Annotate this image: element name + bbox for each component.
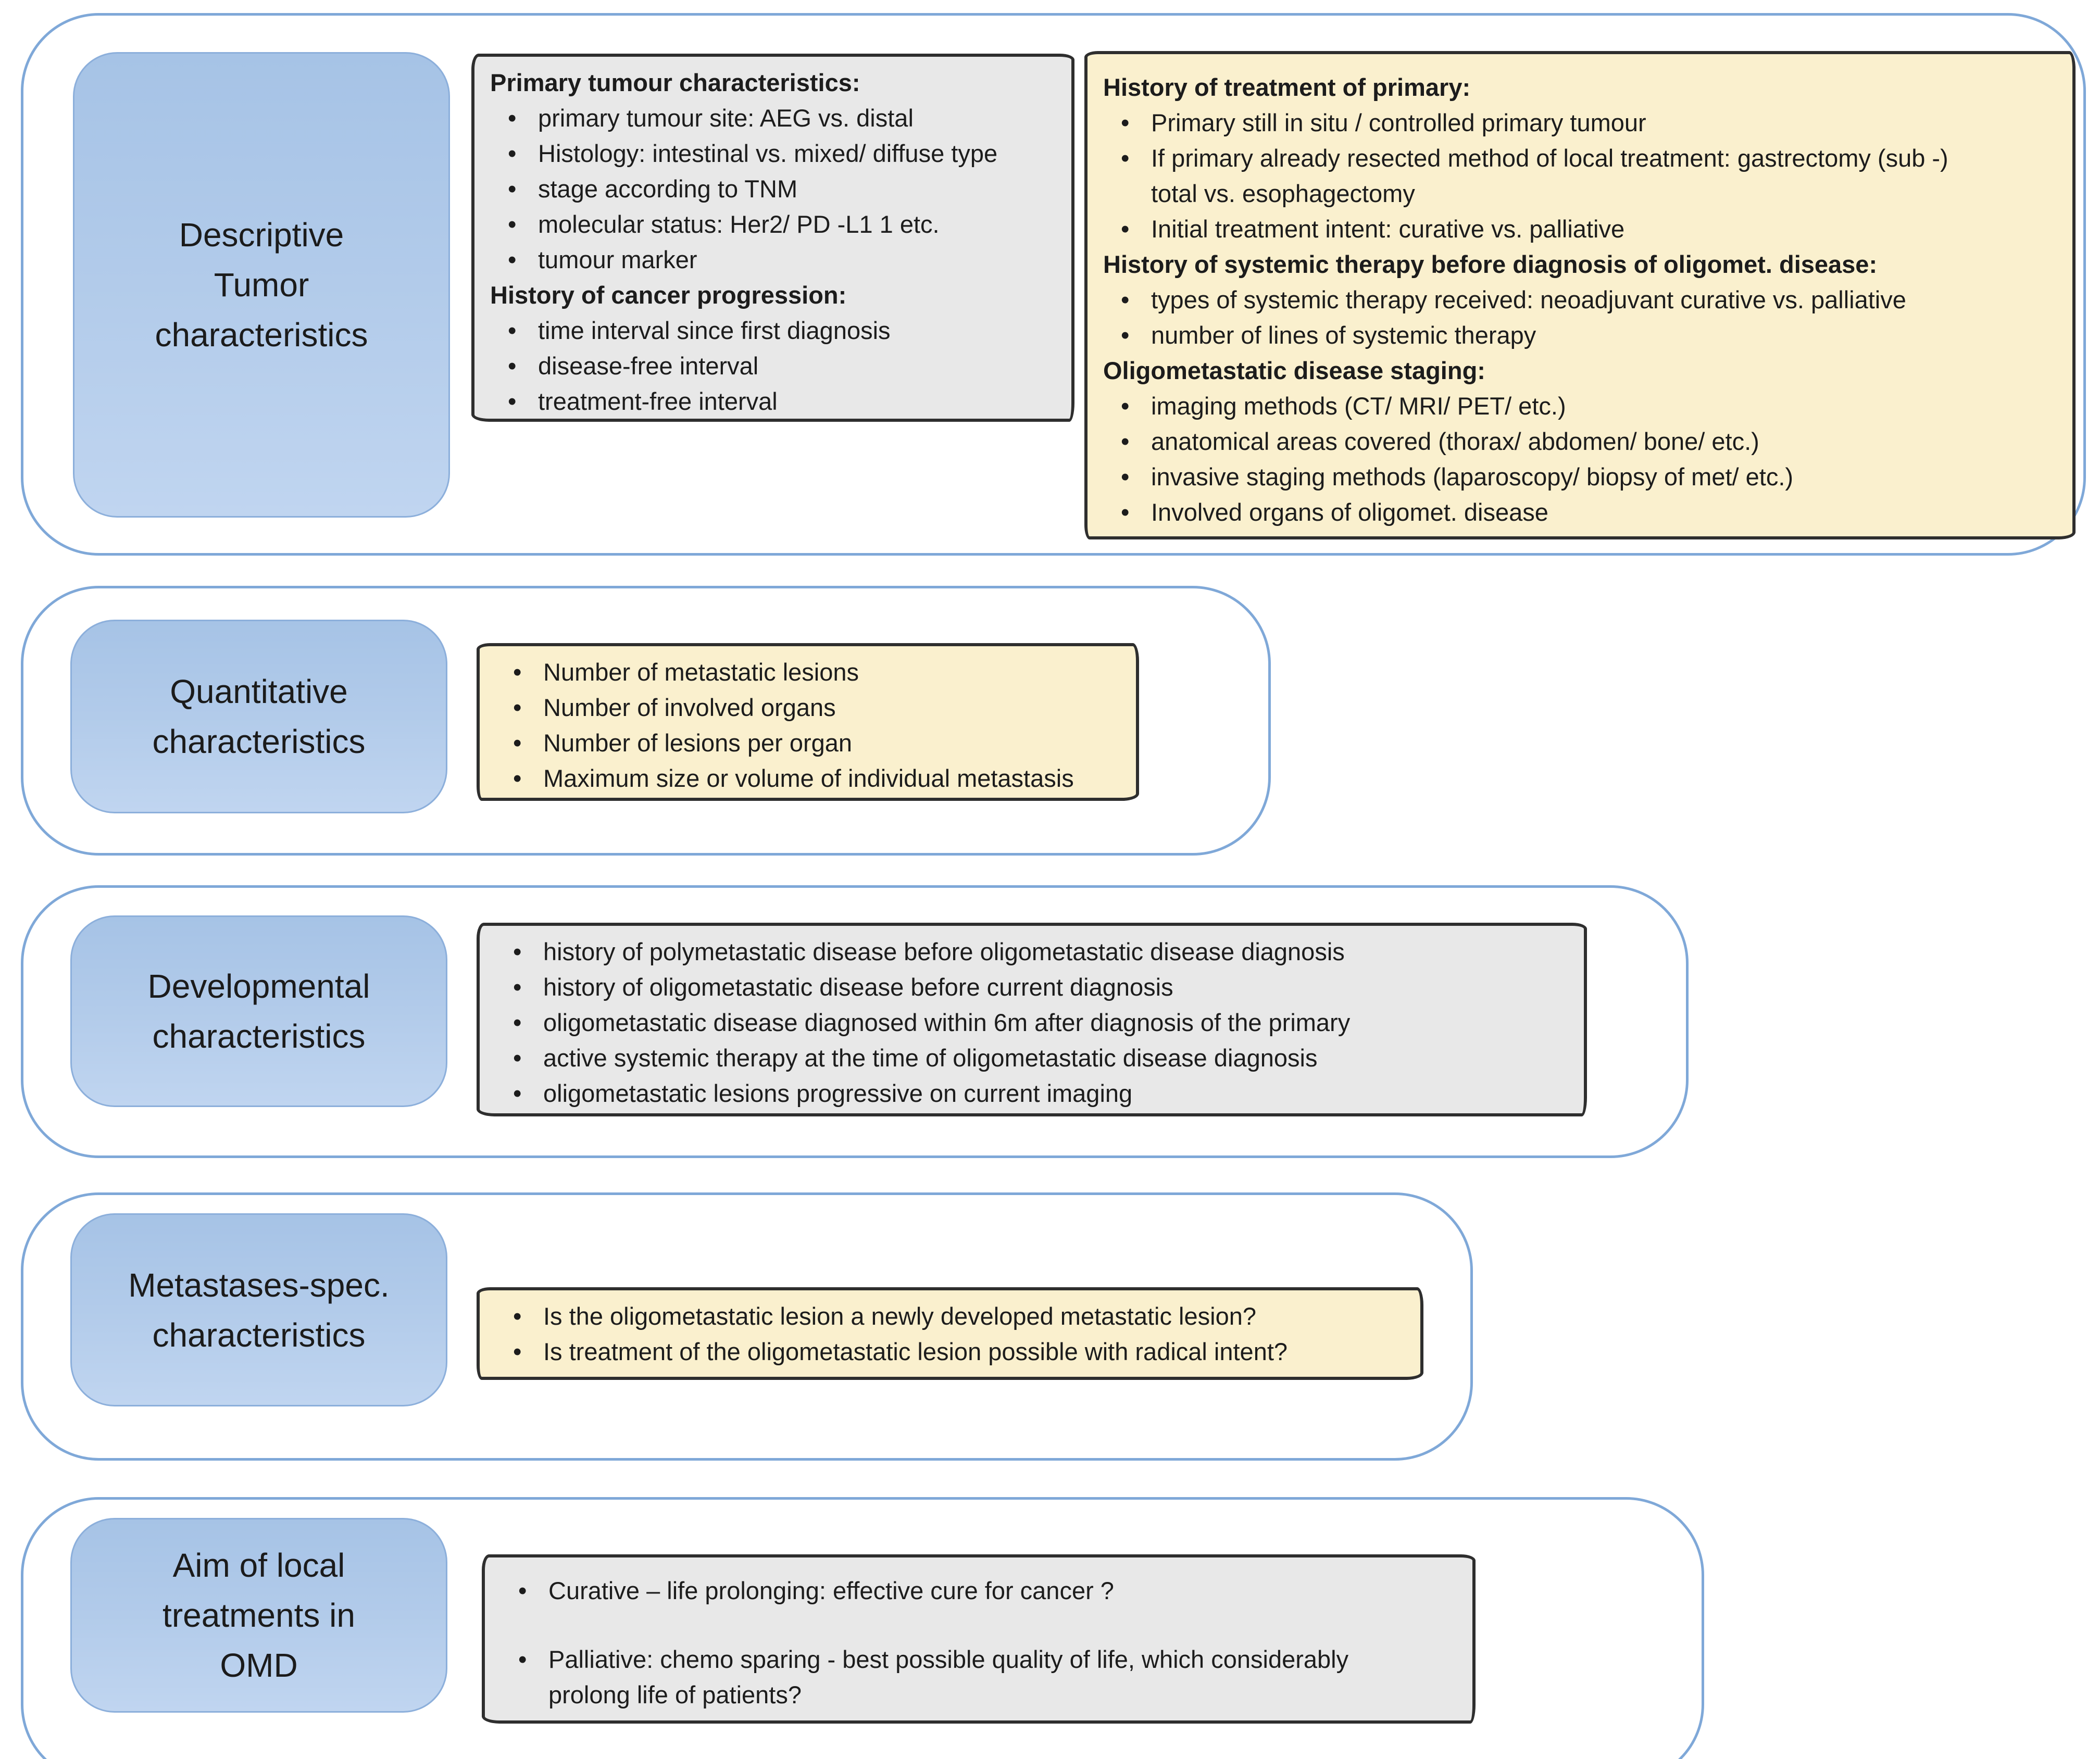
- bullet-list: Number of metastatic lesionsNumber of in…: [495, 655, 1120, 796]
- bullet-item: disease-free interval: [508, 348, 1056, 384]
- bullet-item: Is treatment of the oligometastatic lesi…: [513, 1334, 1405, 1369]
- bullet-item: Primary still in situ / controlled prima…: [1121, 105, 2057, 141]
- label-metastases-spec-characteristics: Metastases-spec. characteristics: [70, 1213, 447, 1406]
- bullet-list: time interval since first diagnosisdisea…: [490, 313, 1056, 419]
- box-developmental-characteristics-list: history of polymetastatic disease before…: [477, 923, 1587, 1116]
- bullet-item: active systemic therapy at the time of o…: [513, 1040, 1568, 1076]
- bullet-item: Is the oligometastatic lesion a newly de…: [513, 1299, 1405, 1334]
- bullet-list: Curative – life prolonging: effective cu…: [501, 1573, 1457, 1713]
- box-history-of-treatment-of-primary: History of treatment of primary: Primary …: [1084, 51, 2076, 539]
- bullet-item: primary tumour site: AEG vs. distal: [508, 100, 1056, 136]
- box-aim-of-local-treatments-list: Curative – life prolonging: effective cu…: [482, 1554, 1476, 1724]
- bullet-item: history of oligometastatic disease befor…: [513, 970, 1568, 1005]
- bullet-list: types of systemic therapy received: neoa…: [1103, 282, 2057, 353]
- bullet-item: history of polymetastatic disease before…: [513, 934, 1568, 970]
- bullet-item: invasive staging methods (laparoscopy/ b…: [1121, 459, 2057, 495]
- bullet-list: history of polymetastatic disease before…: [495, 934, 1568, 1111]
- bullet-item: stage according to TNM: [508, 171, 1056, 207]
- label-aim-of-local-treatments-omd: Aim of local treatments in OMD: [70, 1518, 447, 1713]
- bullet-item: anatomical areas covered (thorax/ abdome…: [1121, 424, 2057, 459]
- box-primary-tumour-characteristics: Primary tumour characteristics: primary t…: [471, 54, 1074, 422]
- bullet-item: Palliative: chemo sparing - best possibl…: [518, 1642, 1457, 1713]
- section-heading: History of treatment of primary:: [1103, 73, 1471, 101]
- bullet-item: If primary already resected method of lo…: [1121, 141, 2057, 211]
- section-heading: History of cancer progression:: [490, 281, 847, 309]
- bullet-item: treatment-free interval: [508, 384, 1056, 419]
- bullet-list: Is the oligometastatic lesion a newly de…: [495, 1299, 1405, 1369]
- bullet-item: molecular status: Her2/ PD -L1 1 etc.: [508, 207, 1056, 242]
- bullet-item: Initial treatment intent: curative vs. p…: [1121, 211, 2057, 247]
- bullet-item: Number of metastatic lesions: [513, 655, 1120, 690]
- bullet-item: Curative – life prolonging: effective cu…: [518, 1573, 1457, 1609]
- box-quantitative-characteristics-list: Number of metastatic lesionsNumber of in…: [477, 643, 1139, 801]
- bullet-item: oligometastatic lesions progressive on c…: [513, 1076, 1568, 1111]
- bullet-list: Primary still in situ / controlled prima…: [1103, 105, 2057, 247]
- bullet-list: primary tumour site: AEG vs. distalHisto…: [490, 100, 1056, 278]
- label-developmental-characteristics: Developmental characteristics: [70, 915, 447, 1107]
- bullet-item: imaging methods (CT/ MRI/ PET/ etc.): [1121, 388, 2057, 424]
- bullet-item: Involved organs of oligomet. disease: [1121, 495, 2057, 530]
- bullet-item: number of lines of systemic therapy: [1121, 318, 2057, 353]
- bullet-item: tumour marker: [508, 242, 1056, 278]
- label-quantitative-characteristics: Quantitative characteristics: [70, 620, 447, 813]
- bullet-item: oligometastatic disease diagnosed within…: [513, 1005, 1568, 1040]
- bullet-list: imaging methods (CT/ MRI/ PET/ etc.)anat…: [1103, 388, 2057, 530]
- section-heading: Oligometastatic disease staging:: [1103, 357, 1485, 384]
- bullet-item: Maximum size or volume of individual met…: [513, 761, 1120, 796]
- bullet-item: time interval since first diagnosis: [508, 313, 1056, 348]
- bullet-item: Number of involved organs: [513, 690, 1120, 725]
- section-heading: History of systemic therapy before diagn…: [1103, 250, 1878, 278]
- bullet-item: Histology: intestinal vs. mixed/ diffuse…: [508, 136, 1056, 171]
- section-heading: Primary tumour characteristics:: [490, 69, 860, 96]
- bullet-item: Number of lesions per organ: [513, 725, 1120, 761]
- label-descriptive-tumor-characteristics: Descriptive Tumor characteristics: [73, 52, 450, 518]
- bullet-item: types of systemic therapy received: neoa…: [1121, 282, 2057, 318]
- box-metastases-specific-questions: Is the oligometastatic lesion a newly de…: [477, 1287, 1423, 1380]
